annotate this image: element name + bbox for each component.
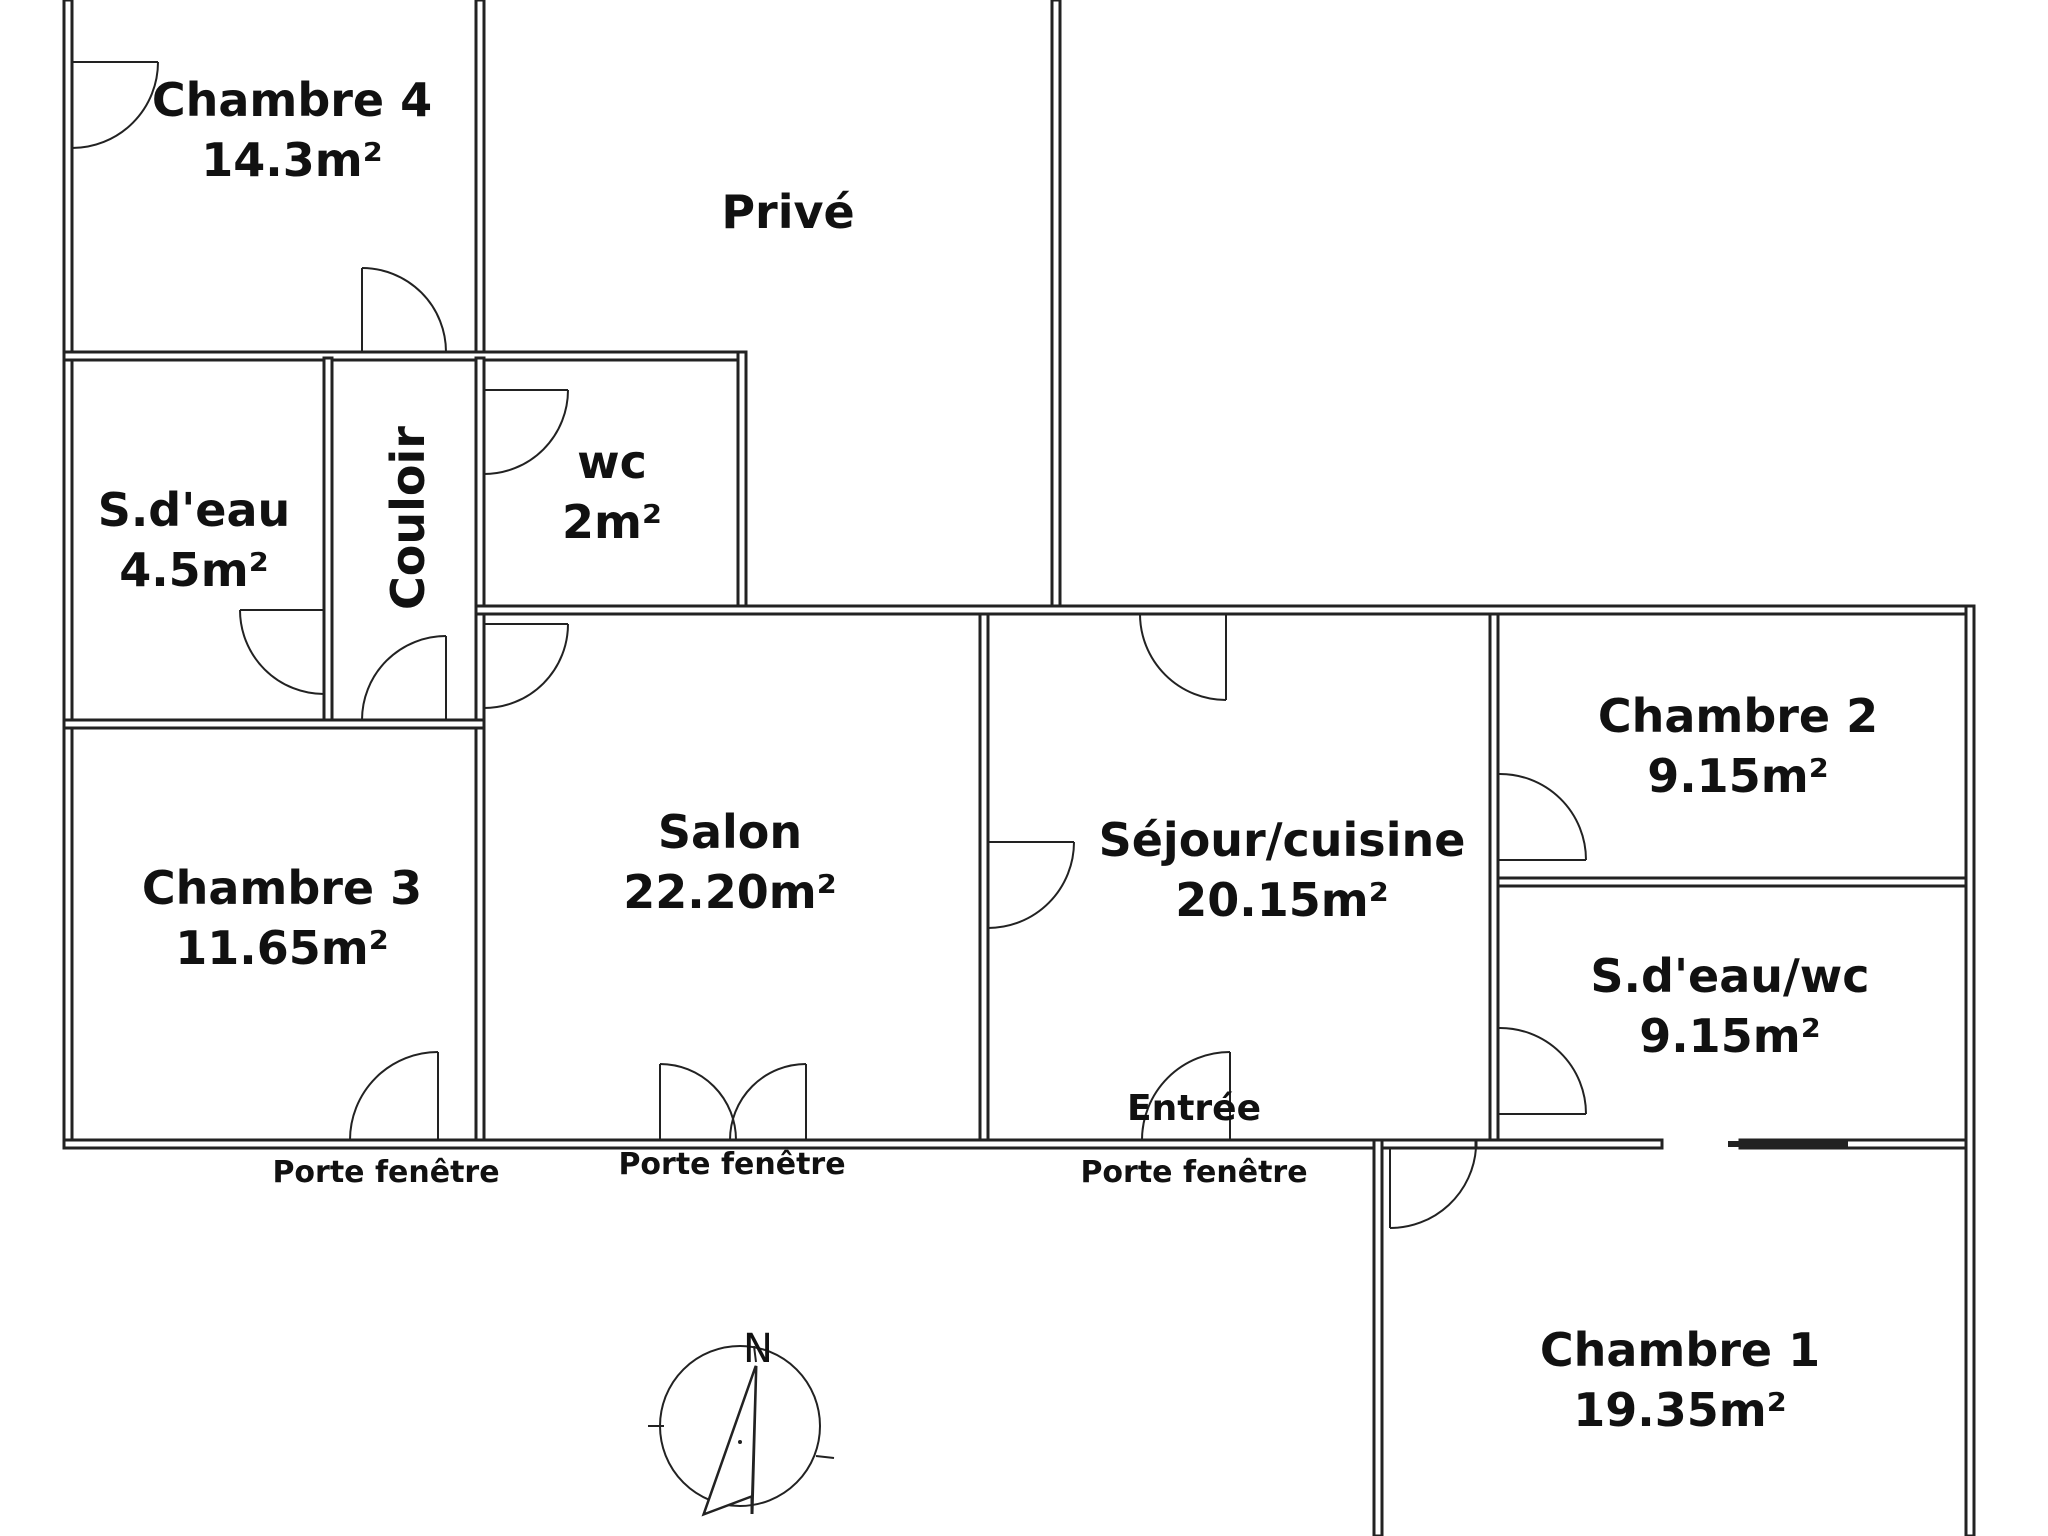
door-entree xyxy=(1141,1051,1231,1141)
room-area-sdeau: 4.5m² xyxy=(119,543,269,597)
room-area-sdeau-wc: 9.15m² xyxy=(1639,1009,1821,1063)
room-labels: Chambre 4 14.3m² Privé S.d'eau 4.5m² Cou… xyxy=(98,73,1878,1437)
room-name-couloir: Couloir xyxy=(381,426,435,610)
door-salon-top xyxy=(483,623,569,709)
room-area-chambre4: 14.3m² xyxy=(201,133,383,187)
room-name-chambre4: Chambre 4 xyxy=(152,73,432,127)
label-porte-fenetre-2: Porte fenêtre xyxy=(618,1147,845,1182)
room-name-chambre1: Chambre 1 xyxy=(1540,1323,1820,1377)
room-name-salon: Salon xyxy=(658,805,802,859)
room-name-chambre2: Chambre 2 xyxy=(1598,689,1878,743)
room-area-chambre2: 9.15m² xyxy=(1647,749,1829,803)
doors xyxy=(71,61,1587,1230)
door-sejour-left xyxy=(987,841,1075,929)
compass-rose: N xyxy=(648,1326,835,1517)
room-name-sdeau-wc: S.d'eau/wc xyxy=(1590,949,1869,1003)
room-name-sdeau: S.d'eau xyxy=(98,483,291,537)
door-sdeau xyxy=(239,609,325,695)
room-area-chambre3: 11.65m² xyxy=(175,921,389,975)
room-name-sejour: Séjour/cuisine xyxy=(1099,813,1466,867)
door-couloir xyxy=(361,635,447,721)
compass-north-label: N xyxy=(743,1326,773,1372)
door-chambre4-bottom xyxy=(361,267,447,353)
label-porte-fenetre-1: Porte fenêtre xyxy=(272,1155,499,1190)
room-name-chambre3: Chambre 3 xyxy=(142,861,422,915)
room-area-sejour: 20.15m² xyxy=(1175,873,1389,927)
door-sejour-top xyxy=(1139,613,1227,701)
label-entree: Entrée xyxy=(1127,1088,1261,1129)
room-name-prive: Privé xyxy=(721,185,854,239)
door-chambre3 xyxy=(349,1051,439,1141)
room-area-wc: 2m² xyxy=(562,495,662,549)
door-wc xyxy=(483,389,569,475)
door-sdeau-wc xyxy=(1497,1026,1587,1115)
door-chambre4-left xyxy=(71,61,159,149)
door-salon-double xyxy=(659,1063,807,1141)
room-area-salon: 22.20m² xyxy=(623,865,837,919)
walls xyxy=(62,0,1976,1536)
label-porte-fenetre-3: Porte fenêtre xyxy=(1080,1155,1307,1190)
opening-labels: Entrée Porte fenêtre Porte fenêtre Porte… xyxy=(272,1088,1307,1190)
room-name-wc: wc xyxy=(577,435,647,489)
room-area-chambre1: 19.35m² xyxy=(1573,1383,1787,1437)
door-chambre2 xyxy=(1497,772,1587,861)
door-chambre1 xyxy=(1389,1147,1477,1230)
